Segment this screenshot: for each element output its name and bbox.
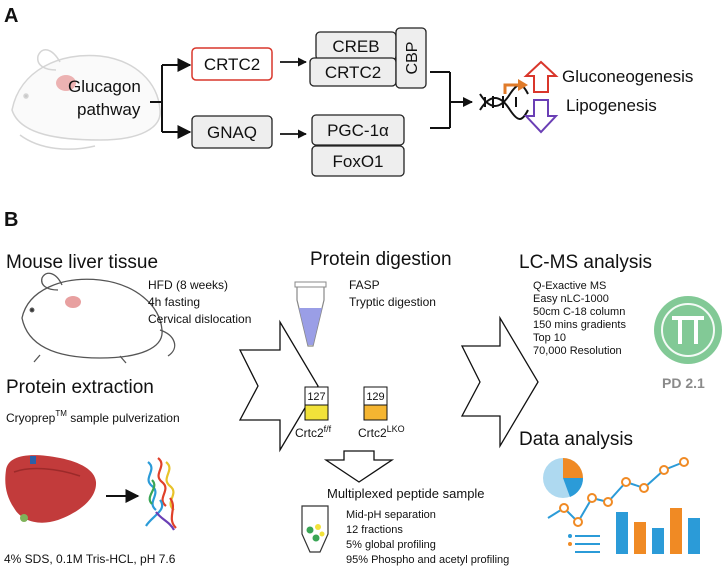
multiplex-detail-1: Mid-pH separation xyxy=(346,509,436,521)
data-analysis-title: Data analysis xyxy=(519,429,633,450)
multiplex-detail-2: 12 fractions xyxy=(346,524,403,536)
multiplex-tube-icon xyxy=(301,505,329,553)
lcms-title: LC-MS analysis xyxy=(519,252,652,273)
glucagon-label: Glucagon xyxy=(68,77,141,96)
pathway-branch-connector xyxy=(150,58,192,139)
lipogenesis-label: Lipogenesis xyxy=(566,96,657,115)
pathway-label: pathway xyxy=(77,100,141,119)
digestion-detail-2: Tryptic digestion xyxy=(349,295,436,309)
pgc1a-node: PGC-1α xyxy=(311,114,405,146)
cryoprep-text: CryoprepTM sample pulverization xyxy=(6,409,180,425)
digestion-detail-1: FASP xyxy=(349,278,380,292)
lcms-detail-1: Q-Exactive MS xyxy=(533,280,606,292)
mouse-liver-title: Mouse liver tissue xyxy=(6,252,158,273)
mouse-liver-spot xyxy=(65,296,81,308)
multiplex-title: Multiplexed peptide sample xyxy=(327,486,485,501)
pgc1a-label: PGC-1α xyxy=(327,121,389,140)
crtc2-node: CRTC2 xyxy=(191,47,273,81)
transcription-arrow-icon xyxy=(503,83,520,94)
lcms-detail-4: 150 mins gradients xyxy=(533,319,626,331)
panel-a-letter: A xyxy=(4,5,18,27)
flow-arrow-2-icon xyxy=(460,315,539,449)
crtc2-label: CRTC2 xyxy=(204,55,260,74)
liver-detail-1: HFD (8 weeks) xyxy=(148,278,228,292)
gluconeogenesis-label: Gluconeogenesis xyxy=(562,67,693,86)
protein-digestion-title: Protein digestion xyxy=(310,249,452,270)
pd-version-label: PD 2.1 xyxy=(662,375,705,391)
creb-node: CREB xyxy=(315,31,397,61)
mouse-sketch xyxy=(21,272,176,364)
digestion-tube-icon xyxy=(294,281,327,347)
liver-highlight xyxy=(56,75,76,91)
foxo1-label: FoxO1 xyxy=(332,152,383,171)
flow-arrow-down-icon xyxy=(323,450,395,483)
tmt-tube-127: 127 xyxy=(304,386,329,421)
multiplex-detail-4: 95% Phospho and acetyl profiling xyxy=(346,554,509,566)
lcms-detail-2: Easy nLC-1000 xyxy=(533,293,609,305)
mouse-outline-illustration xyxy=(11,49,161,150)
merge-connector xyxy=(430,71,473,129)
gnaq-node: GNAQ xyxy=(191,115,273,149)
lcms-detail-3: 50cm C-18 column xyxy=(533,306,625,318)
protein-extraction-title: Protein extraction xyxy=(6,377,154,398)
gnaq-label: GNAQ xyxy=(207,123,257,142)
creb-label: CREB xyxy=(332,37,379,56)
down-arrow-icon xyxy=(523,99,559,134)
cbp-label: CBP xyxy=(404,42,421,75)
lcms-detail-5: Top 10 xyxy=(533,332,566,344)
liver-detail-2: 4h fasting xyxy=(148,295,200,309)
sample-crtc2-lko: Crtc2LKO xyxy=(358,424,405,440)
proteome-discoverer-logo xyxy=(654,296,722,364)
flow-arrow-1-icon xyxy=(238,319,319,453)
cbp-node: CBP xyxy=(395,27,427,89)
tmt-tube-129: 129 xyxy=(363,386,388,421)
protein-structure-illustration xyxy=(145,457,177,531)
lcms-detail-6: 70,000 Resolution xyxy=(533,345,622,357)
panel-b-letter: B xyxy=(4,209,18,231)
liver-detail-3: Cervical dislocation xyxy=(148,312,251,326)
tag-127-label: 127 xyxy=(307,391,325,403)
up-arrow-icon xyxy=(523,60,559,93)
crtc2-complex-node: CRTC2 xyxy=(309,57,397,87)
buffer-text: 4% SDS, 0.1M Tris-HCL, pH 7.6 xyxy=(4,552,176,566)
liver-organ-illustration xyxy=(5,455,97,523)
data-analysis-infographic xyxy=(543,457,700,554)
sample-crtc2-ff: Crtc2f/f xyxy=(295,424,332,440)
foxo1-node: FoxO1 xyxy=(311,145,405,177)
multiplex-detail-3: 5% global profiling xyxy=(346,539,436,551)
tag-129-label: 129 xyxy=(366,391,384,403)
crtc2-complex-label: CRTC2 xyxy=(325,63,381,82)
